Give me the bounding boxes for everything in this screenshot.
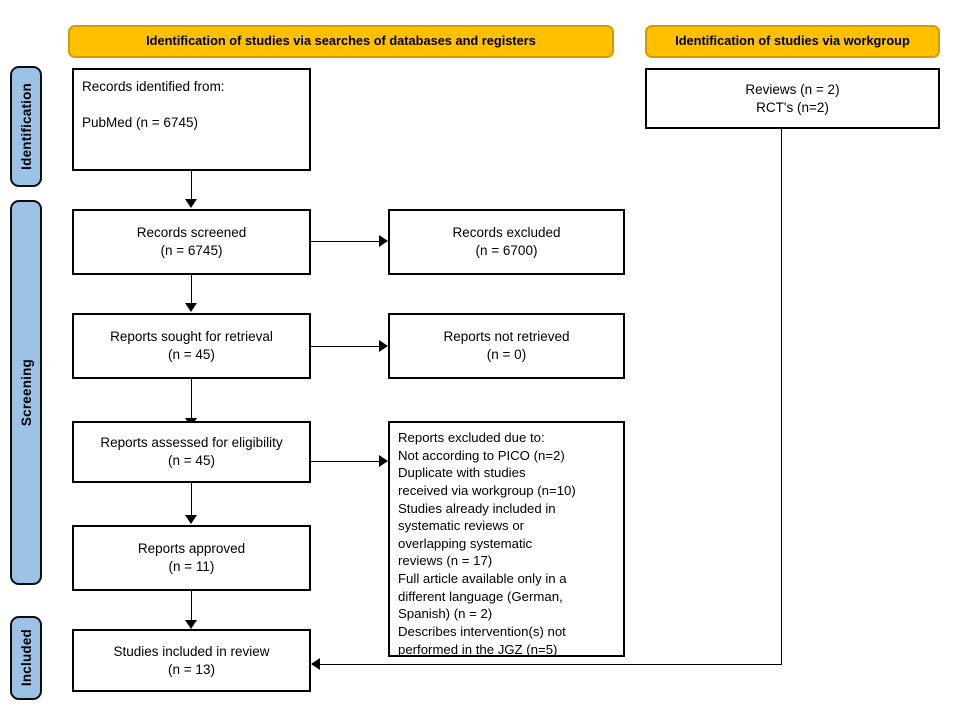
arrowhead-sought-to-not-retrieved xyxy=(379,340,388,352)
connector-sought-to-not-retrieved xyxy=(311,346,379,347)
banner-databases-registers: Identification of studies via searches o… xyxy=(68,25,614,58)
connector-screened-to-sought xyxy=(191,275,192,304)
arrowhead-screened-to-sought xyxy=(185,303,197,312)
connector-assessed-to-excluded xyxy=(311,461,379,462)
banner-workgroup-label: Identification of studies via workgroup xyxy=(675,33,910,49)
phase-label-screening: Screening xyxy=(18,358,34,427)
arrowhead-screened-to-excluded xyxy=(379,235,388,247)
node-records-excluded-text: Records excluded (n = 6700) xyxy=(452,225,561,258)
node-reports-excluded: Reports excluded due to: Not according t… xyxy=(388,421,625,657)
phase-band-screening: Screening xyxy=(10,200,42,585)
connector-workgroup-horizontal xyxy=(320,664,782,665)
arrowhead-assessed-to-approved xyxy=(185,515,197,524)
phase-band-identification: Identification xyxy=(10,66,42,187)
node-studies-included: Studies included in review (n = 13) xyxy=(72,629,311,692)
arrowhead-identified-to-screened xyxy=(185,199,197,208)
node-studies-included-text: Studies included in review (n = 13) xyxy=(113,643,270,677)
node-reports-assessed: Reports assessed for eligibility (n = 45… xyxy=(72,421,311,483)
node-reports-not-retrieved: Reports not retrieved (n = 0) xyxy=(388,313,625,379)
connector-approved-to-included xyxy=(191,591,192,621)
phase-label-included: Included xyxy=(18,629,34,687)
banner-databases-label: Identification of studies via searches o… xyxy=(146,33,536,49)
connector-identified-to-screened xyxy=(191,171,192,200)
node-reports-not-retrieved-text: Reports not retrieved (n = 0) xyxy=(443,329,570,362)
node-reports-sought-text: Reports sought for retrieval (n = 45) xyxy=(110,329,273,362)
node-workgroup-records: Reviews (n = 2) RCT's (n=2) xyxy=(645,68,940,129)
node-reports-sought: Reports sought for retrieval (n = 45) xyxy=(72,313,311,379)
connector-screened-to-excluded xyxy=(311,241,379,242)
node-records-screened-text: Records screened (n = 6745) xyxy=(136,225,247,258)
phase-band-included: Included xyxy=(10,616,42,700)
banner-workgroup: Identification of studies via workgroup xyxy=(645,25,940,58)
node-records-identified-text: Records identified from: PubMed (n = 674… xyxy=(82,79,225,130)
node-reports-assessed-text: Reports assessed for eligibility (n = 45… xyxy=(100,435,283,468)
connector-assessed-to-approved xyxy=(191,483,192,516)
phase-label-identification: Identification xyxy=(18,83,34,170)
node-records-screened: Records screened (n = 6745) xyxy=(72,209,311,275)
arrowhead-approved-to-included xyxy=(185,620,197,629)
connector-workgroup-vertical xyxy=(781,129,782,665)
node-records-identified: Records identified from: PubMed (n = 674… xyxy=(72,68,311,171)
node-reports-approved-text: Reports approved (n = 11) xyxy=(137,541,246,574)
connector-sought-to-assessed xyxy=(191,379,192,419)
arrowhead-assessed-to-excluded xyxy=(379,455,388,467)
arrowhead-workgroup-to-included xyxy=(311,658,320,670)
node-records-excluded: Records excluded (n = 6700) xyxy=(388,209,625,275)
node-reports-excluded-text: Reports excluded due to: Not according t… xyxy=(398,430,576,657)
node-reports-approved: Reports approved (n = 11) xyxy=(72,525,311,591)
node-workgroup-records-text: Reviews (n = 2) RCT's (n=2) xyxy=(745,81,840,115)
